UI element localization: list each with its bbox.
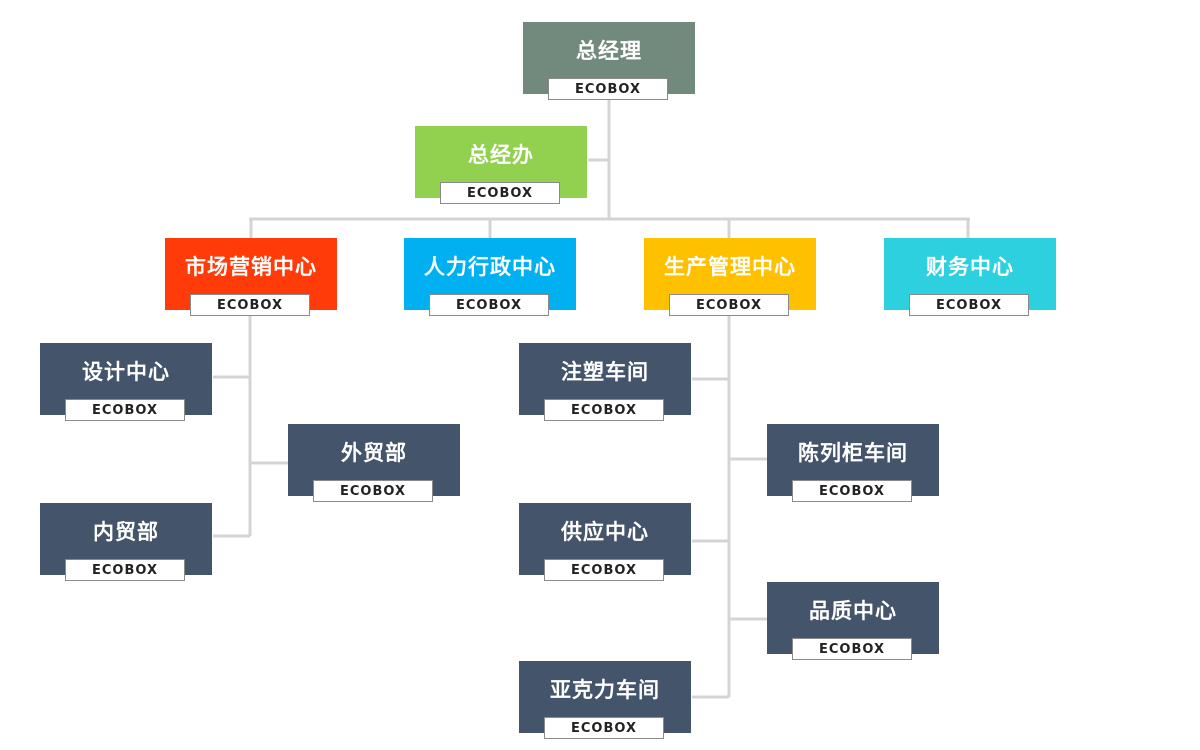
node-title: 财务中心	[926, 255, 1014, 279]
node-finance-center: 财务中心 ECOBOX	[884, 238, 1056, 316]
node-title: 内贸部	[93, 520, 159, 544]
node-label: ECOBOX	[669, 294, 789, 316]
node-title: 设计中心	[82, 360, 170, 384]
node-hr-admin-center: 人力行政中心 ECOBOX	[404, 238, 576, 316]
node-label: ECOBOX	[544, 399, 664, 421]
node-title: 注塑车间	[561, 360, 649, 384]
node-general-manager: 总经理 ECOBOX	[523, 22, 695, 100]
node-domestic-trade: 内贸部 ECOBOX	[40, 503, 212, 581]
node-label: ECOBOX	[792, 638, 912, 660]
node-label: ECOBOX	[544, 717, 664, 739]
node-label: ECOBOX	[909, 294, 1029, 316]
node-title: 总经办	[468, 143, 534, 167]
node-design-center: 设计中心 ECOBOX	[40, 343, 212, 421]
node-title: 市场营销中心	[185, 255, 317, 279]
node-label: ECOBOX	[429, 294, 549, 316]
node-title: 生产管理中心	[664, 255, 796, 279]
node-supply-center: 供应中心 ECOBOX	[519, 503, 691, 581]
node-production-center: 生产管理中心 ECOBOX	[644, 238, 816, 316]
node-label: ECOBOX	[65, 559, 185, 581]
node-title: 总经理	[576, 39, 642, 63]
node-label: ECOBOX	[190, 294, 310, 316]
node-injection-workshop: 注塑车间 ECOBOX	[519, 343, 691, 421]
node-label: ECOBOX	[792, 480, 912, 502]
node-acrylic-workshop: 亚克力车间 ECOBOX	[519, 661, 691, 739]
node-label: ECOBOX	[544, 559, 664, 581]
node-title: 亚克力车间	[550, 678, 660, 702]
node-title: 人力行政中心	[424, 255, 556, 279]
node-title: 品质中心	[809, 599, 897, 623]
node-label: ECOBOX	[440, 182, 560, 204]
node-marketing-center: 市场营销中心 ECOBOX	[165, 238, 337, 316]
node-title: 陈列柜车间	[798, 441, 908, 465]
node-foreign-trade: 外贸部 ECOBOX	[288, 424, 460, 502]
node-title: 外贸部	[341, 441, 407, 465]
node-cabinet-workshop: 陈列柜车间 ECOBOX	[767, 424, 939, 502]
node-label: ECOBOX	[548, 78, 668, 100]
node-general-office: 总经办 ECOBOX	[415, 126, 587, 204]
node-label: ECOBOX	[65, 399, 185, 421]
node-quality-center: 品质中心 ECOBOX	[767, 582, 939, 660]
node-title: 供应中心	[561, 520, 649, 544]
node-label: ECOBOX	[313, 480, 433, 502]
